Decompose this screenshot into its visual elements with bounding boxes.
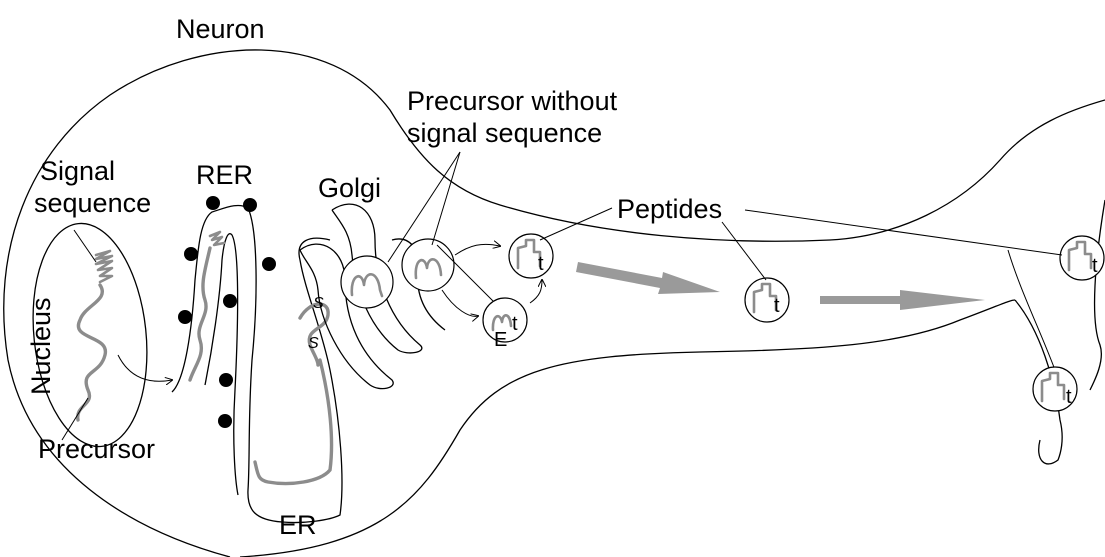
ribosome <box>223 294 237 308</box>
nucleus-label: Nucleus <box>26 297 56 395</box>
axon-terminal-right <box>1090 200 1105 390</box>
transport-arrow <box>576 262 720 294</box>
er-precursor-strand <box>255 360 332 484</box>
ribosome <box>178 310 192 324</box>
pointer-line <box>745 210 1062 255</box>
t-mark: t <box>538 253 544 275</box>
signal-sequence-label-line1: Signal <box>40 156 115 186</box>
t-mark: t <box>1066 386 1072 408</box>
precursor-strand <box>78 285 106 420</box>
golgi-label: Golgi <box>318 173 381 203</box>
precursor-label: Precursor <box>38 434 155 464</box>
neuron-outline-lower <box>240 300 1015 557</box>
pointer-line <box>74 230 96 262</box>
t-mark: t <box>512 313 518 335</box>
rer-signal-coil <box>210 232 224 245</box>
transport-arrow <box>820 290 985 310</box>
precursor-without-label-line2: signal sequence <box>407 118 602 148</box>
ribosome <box>206 196 220 210</box>
peptides-label: Peptides <box>617 194 722 224</box>
golgi-to-vesicle-arrow <box>455 244 500 255</box>
vesicle-merge-arrow <box>530 280 542 303</box>
t-mark: t <box>1092 255 1098 277</box>
s-mark-lower: S <box>308 335 319 352</box>
signal-sequence-label-line2: sequence <box>34 188 151 218</box>
rer-inner-membrane <box>205 234 238 495</box>
t-mark: t <box>774 295 780 317</box>
ribosome <box>218 414 232 428</box>
pointer-line <box>432 152 460 245</box>
ribosome <box>243 198 257 212</box>
e-mark: E <box>494 329 507 351</box>
axon-inner-line <box>1008 250 1055 370</box>
golgi-vesicle <box>341 256 393 308</box>
er-label: ER <box>279 510 317 540</box>
ribosome <box>184 247 198 261</box>
pointer-line <box>540 208 612 240</box>
rer-label: RER <box>196 160 253 190</box>
precursor-without-label-line1: Precursor without <box>407 86 618 116</box>
ribosome <box>262 257 276 271</box>
neuron-label: Neuron <box>176 14 265 44</box>
ribosome <box>219 373 233 387</box>
pointer-line <box>722 222 766 280</box>
golgi-to-vesicle-arrow <box>442 290 478 316</box>
signal-sequence-coil <box>96 251 112 282</box>
